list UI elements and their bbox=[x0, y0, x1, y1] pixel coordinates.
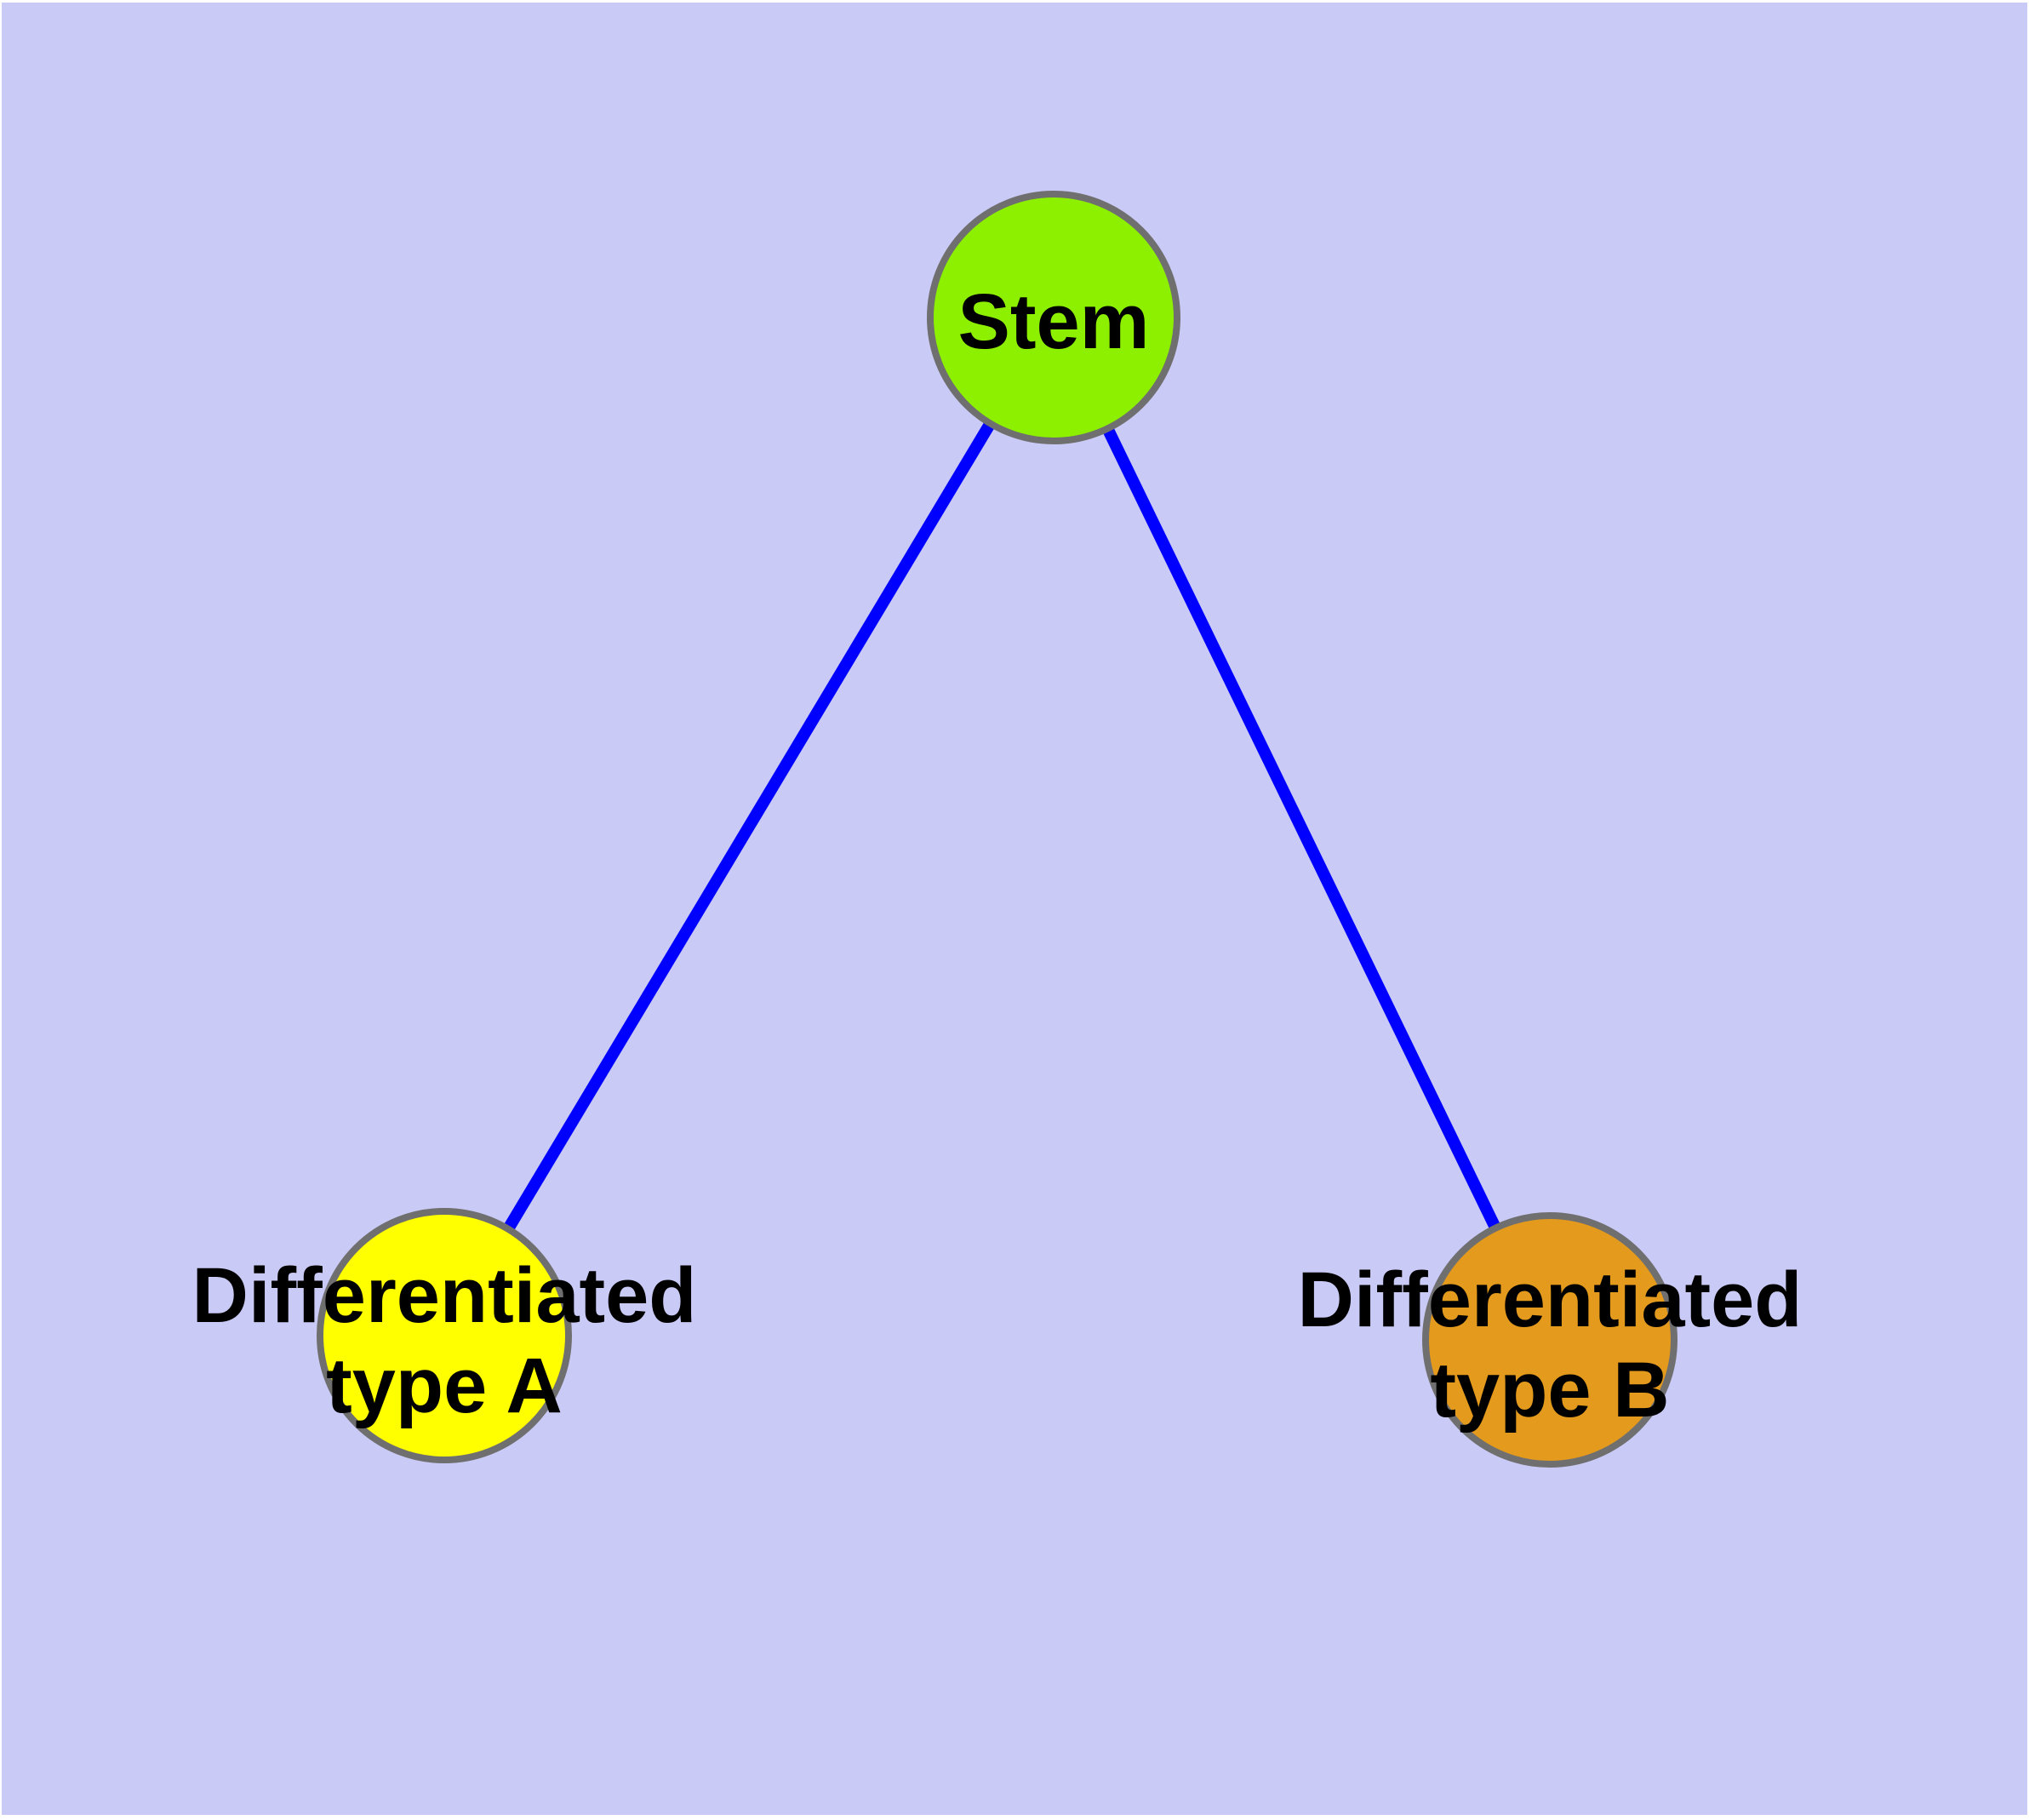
edge-layer bbox=[438, 314, 1556, 1343]
edge-stem-to-type-b bbox=[1048, 314, 1556, 1343]
edge-stem-to-type-a bbox=[438, 314, 1060, 1339]
node-type-b-label: Differentiated type B bbox=[1297, 1256, 1803, 1434]
node-stem-circle bbox=[927, 191, 1180, 444]
diagram-canvas: Stem Differentiated type A Differentiate… bbox=[2, 3, 2027, 1815]
node-type-a-circle bbox=[317, 1208, 572, 1463]
node-type-a-label: Differentiated type A bbox=[191, 1252, 697, 1429]
node-stem-label: Stem bbox=[957, 278, 1150, 365]
node-type-b-circle bbox=[1422, 1212, 1677, 1468]
